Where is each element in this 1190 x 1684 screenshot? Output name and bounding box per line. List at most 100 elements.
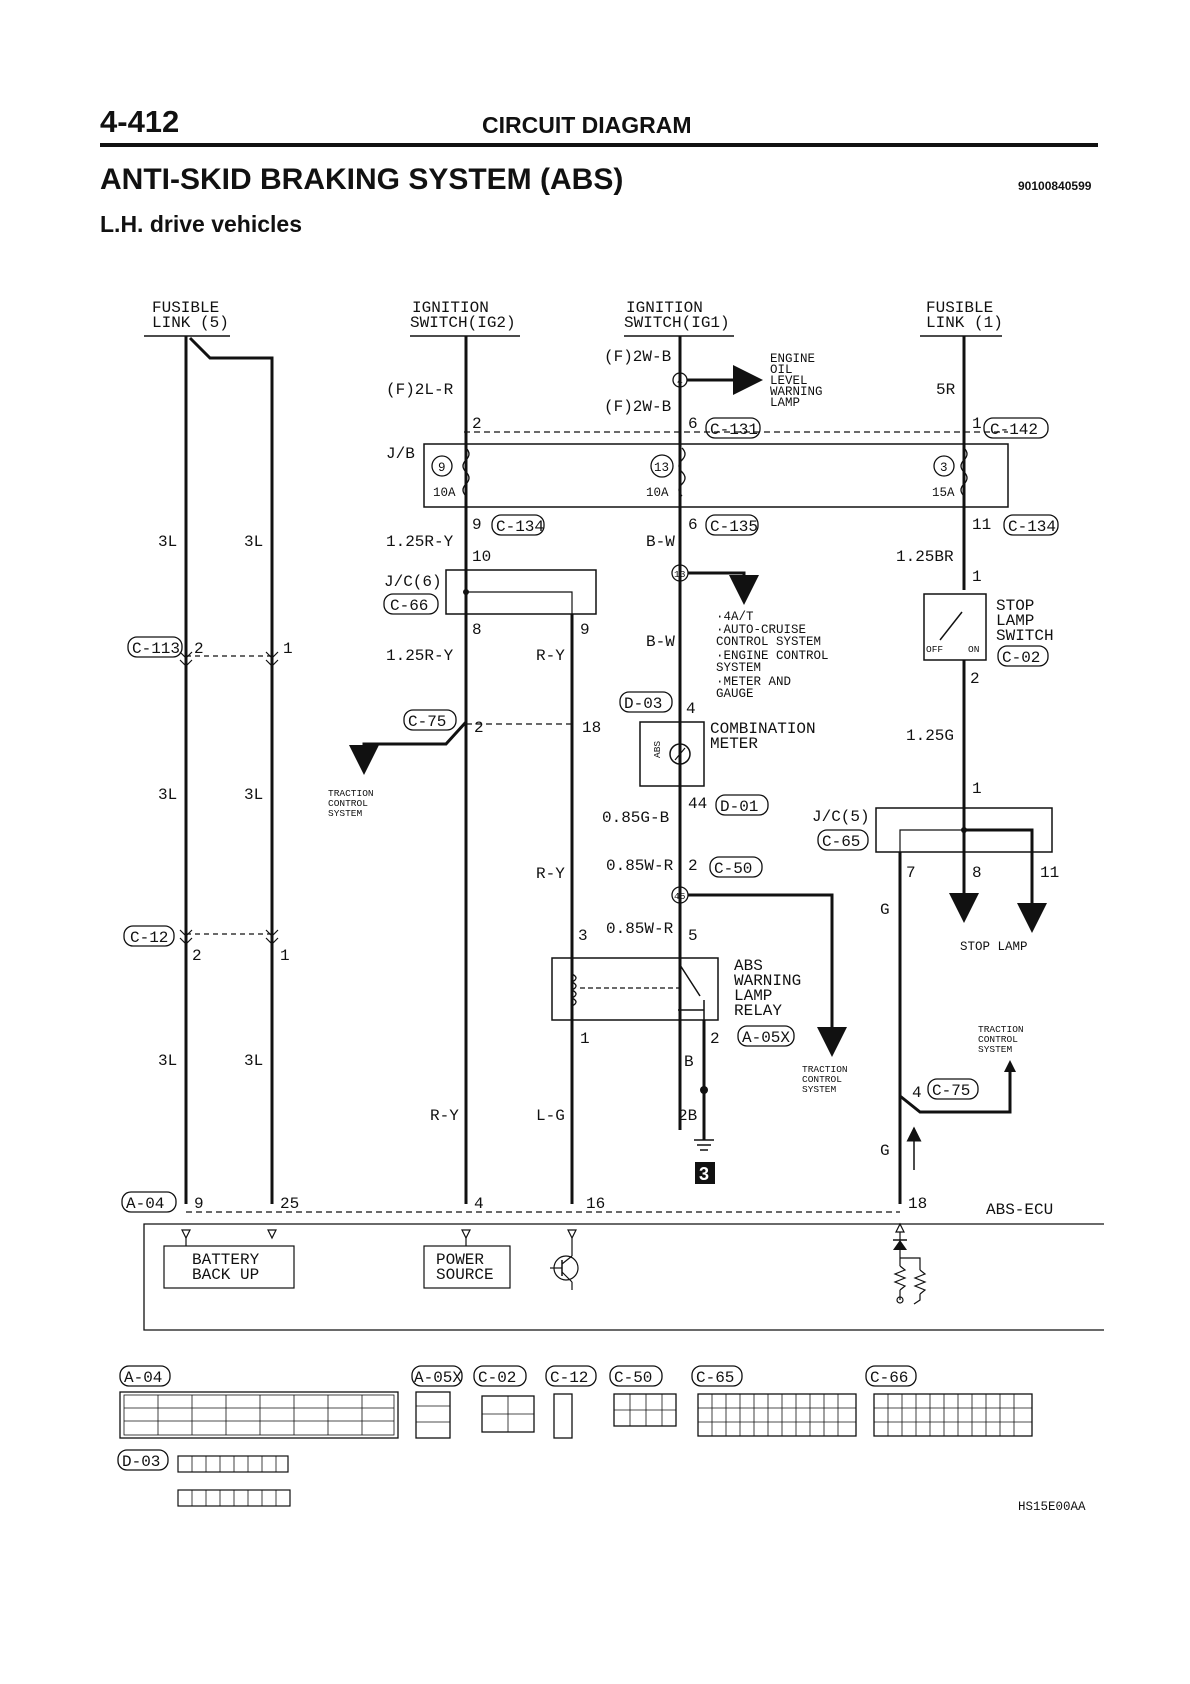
svg-text:IGNITION: IGNITION — [626, 299, 703, 317]
svg-text:ABS: ABS — [734, 957, 763, 975]
svg-text:C-66: C-66 — [870, 1369, 908, 1387]
engine-oil-level-destination: ENGINE OIL LEVEL WARNING LAMP — [770, 352, 823, 410]
svg-text:3L: 3L — [244, 1052, 263, 1070]
svg-text:CONTROL SYSTEM: CONTROL SYSTEM — [716, 635, 821, 649]
system-title: ANTI-SKID BRAKING SYSTEM (ABS) — [100, 163, 624, 196]
svg-text:ON: ON — [968, 644, 979, 655]
svg-text:FUSIBLE: FUSIBLE — [152, 299, 219, 317]
svg-text:CONTROL: CONTROL — [328, 798, 368, 809]
ig1-wiring: (F)2W-B 4 (F)2W-B 6 6 B-W 13 B-W 4 44 0.… — [602, 336, 847, 1130]
svg-text:C-131: C-131 — [710, 421, 758, 439]
connector-c-02-tag: C-02 — [997, 645, 1049, 667]
svg-text:TRACTION: TRACTION — [978, 1024, 1024, 1035]
connector-c-135-tag: C-135 — [705, 514, 759, 536]
connector-view-c-65: C-65 — [691, 1365, 857, 1437]
svg-text:6: 6 — [688, 516, 698, 534]
svg-text:POWER: POWER — [436, 1251, 484, 1269]
svg-text:18: 18 — [908, 1195, 927, 1213]
battery-back-up-block: BATTERY BACK UP — [163, 1229, 295, 1289]
svg-text:0.85G-B: 0.85G-B — [602, 809, 669, 827]
svg-text:C-12: C-12 — [130, 929, 168, 947]
svg-text:GAUGE: GAUGE — [716, 687, 754, 701]
svg-text:1: 1 — [580, 1030, 590, 1048]
svg-text:SYSTEM: SYSTEM — [716, 661, 761, 675]
connector-view-c-12: C-12 — [545, 1365, 597, 1439]
document-id: 90100840599 — [1018, 179, 1092, 193]
pin-label: 1 — [280, 947, 290, 965]
svg-text:B: B — [684, 1053, 694, 1071]
svg-text:A-04: A-04 — [126, 1195, 164, 1213]
svg-text:3L: 3L — [158, 786, 177, 804]
svg-text:9: 9 — [580, 621, 590, 639]
svg-text:3L: 3L — [158, 1052, 177, 1070]
svg-text:7: 7 — [906, 864, 916, 882]
connector-c-12-tag: C-12 — [123, 925, 175, 947]
svg-text:IGNITION: IGNITION — [412, 299, 489, 317]
svg-text:C-134: C-134 — [496, 518, 544, 536]
svg-text:LEVEL: LEVEL — [770, 374, 808, 388]
svg-text:LAMP: LAMP — [734, 987, 772, 1005]
ry-wiring: 9 R-Y 18 R-Y 3 1 L-G — [536, 614, 601, 1204]
svg-text:4: 4 — [474, 1195, 484, 1213]
splice-13-destinations: ·4A/T ·AUTO-CRUISE CONTROL SYSTEM ·ENGIN… — [716, 610, 829, 701]
connector-view-c-02: C-02 — [473, 1365, 535, 1433]
diode-resistor-circuit — [893, 1222, 927, 1305]
svg-text:6: 6 — [688, 415, 698, 433]
svg-text:C-66: C-66 — [390, 597, 428, 615]
svg-text:SYSTEM: SYSTEM — [328, 808, 363, 819]
svg-text:SWITCH: SWITCH — [996, 627, 1054, 645]
connector-c-134-tag: C-134 — [1003, 514, 1059, 536]
svg-text:3: 3 — [940, 461, 948, 475]
svg-text:(F)2L-R: (F)2L-R — [386, 381, 454, 399]
svg-text:C-75: C-75 — [932, 1082, 970, 1100]
svg-text:3: 3 — [578, 927, 588, 945]
svg-text:3L: 3L — [158, 533, 177, 551]
svg-text:CONTROL: CONTROL — [802, 1074, 842, 1085]
abs-ecu: ABS-ECU BATTERY BACK UP POWER SOURCE — [143, 1201, 1104, 1331]
svg-text:C-12: C-12 — [550, 1369, 588, 1387]
svg-text:8: 8 — [972, 864, 982, 882]
relay-ground-wiring: B 2B 3 — [678, 1020, 715, 1184]
figure-code: HS15E00AA — [1018, 1500, 1086, 1514]
svg-text:ENGINE: ENGINE — [770, 352, 815, 366]
svg-text:(F)2W-B: (F)2W-B — [604, 348, 671, 366]
svg-text:J/C(6): J/C(6) — [384, 573, 442, 591]
svg-text:13: 13 — [654, 461, 669, 475]
junction-block: J/B — [386, 431, 1009, 508]
ignition-switch-ig2-label: IGNITION SWITCH(IG2) — [410, 299, 520, 337]
svg-text:TRACTION: TRACTION — [802, 1064, 848, 1075]
svg-text:CONTROL: CONTROL — [978, 1034, 1018, 1045]
svg-text:2: 2 — [474, 719, 484, 737]
fusible-link-5-label: FUSIBLE LINK (5) — [144, 299, 230, 337]
connector-a-05x-tag: A-05X — [737, 1025, 795, 1047]
svg-text:B-W: B-W — [646, 533, 675, 551]
svg-text:C-75: C-75 — [408, 713, 446, 731]
svg-text:WARNING: WARNING — [770, 385, 823, 399]
jc5-block: J/C(5) C-65 — [812, 807, 1053, 853]
traction-control-destination-c: TRACTION CONTROL SYSTEM — [978, 1024, 1024, 1055]
svg-text:R-Y: R-Y — [536, 647, 565, 665]
svg-text:9: 9 — [438, 461, 446, 475]
svg-text:18: 18 — [582, 719, 601, 737]
svg-text:J/B: J/B — [386, 445, 415, 463]
svg-text:·4A/T: ·4A/T — [716, 610, 754, 624]
abs-warning-lamp-relay: ABS WARNING LAMP RELAY — [551, 957, 801, 1021]
svg-text:C-50: C-50 — [714, 860, 752, 878]
svg-text:G: G — [880, 901, 890, 919]
svg-text:10A: 10A — [433, 486, 456, 500]
svg-text:OFF: OFF — [926, 644, 943, 655]
connector-d-03-tag: D-03 — [619, 691, 673, 713]
svg-text:LAMP: LAMP — [770, 396, 800, 410]
svg-text:COMBINATION: COMBINATION — [710, 720, 816, 738]
svg-text:WARNING: WARNING — [734, 972, 801, 990]
svg-text:BACK UP: BACK UP — [192, 1266, 259, 1284]
svg-text:0.85W-R: 0.85W-R — [606, 857, 674, 875]
svg-text:B-W: B-W — [646, 633, 675, 651]
ignition-switch-ig1-label: IGNITION SWITCH(IG1) — [624, 299, 734, 337]
svg-text:R-Y: R-Y — [536, 865, 565, 883]
svg-text:1.25R-Y: 1.25R-Y — [386, 647, 454, 665]
svg-text:A-05X: A-05X — [414, 1369, 462, 1387]
svg-text:16: 16 — [586, 1195, 605, 1213]
svg-text:9: 9 — [472, 516, 482, 534]
